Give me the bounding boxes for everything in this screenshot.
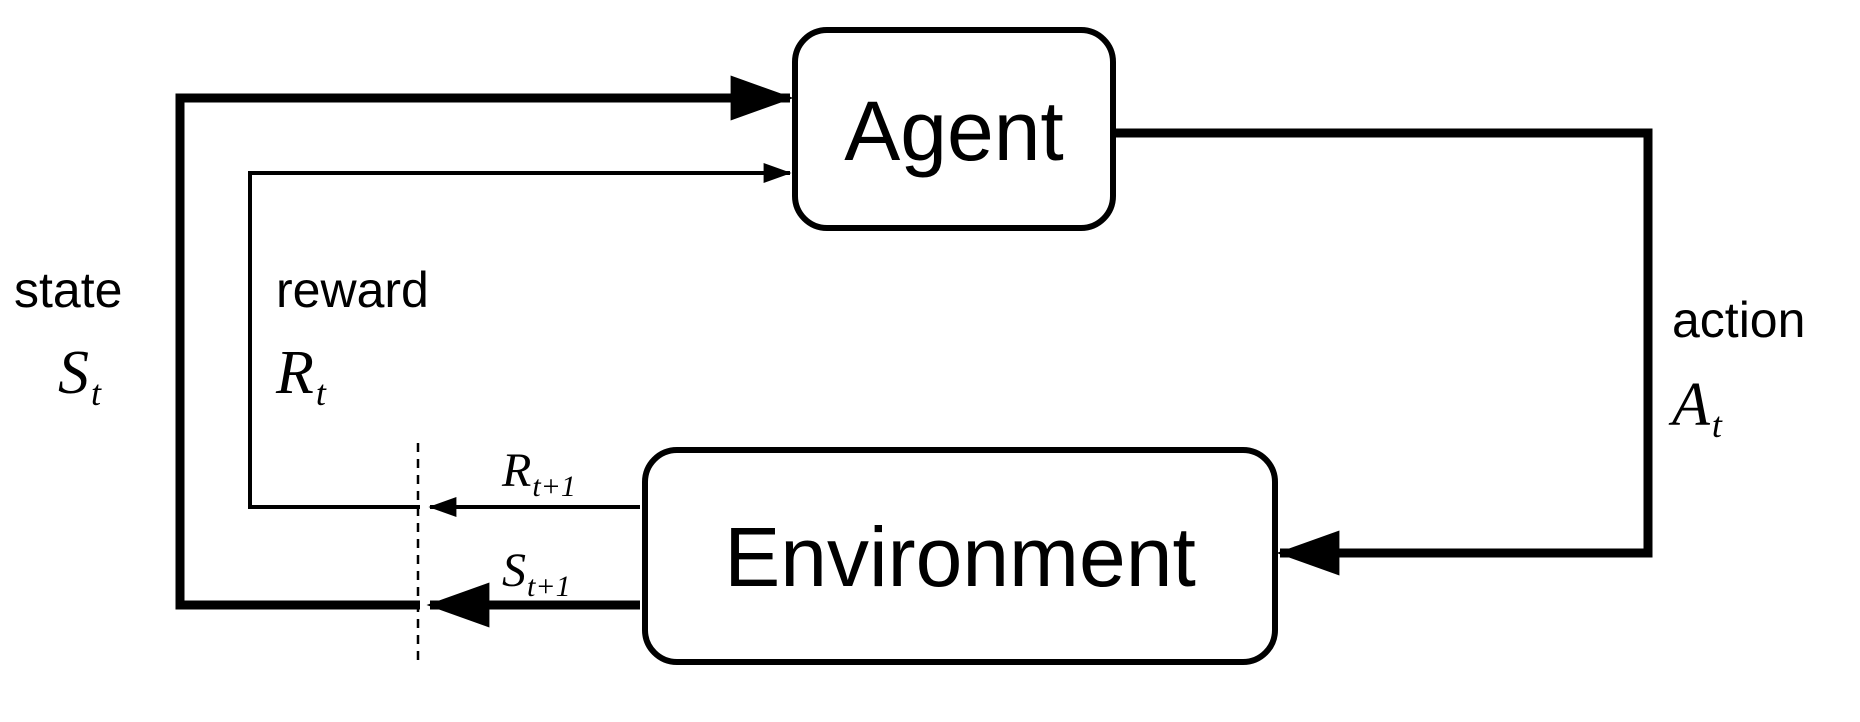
next-state-symbol: St+1 <box>502 544 571 603</box>
environment-label: Environment <box>724 510 1196 604</box>
action-word: action <box>1672 292 1805 348</box>
state-symbol: St <box>58 339 102 413</box>
next-reward-symbol-letter: R <box>501 444 531 497</box>
action-symbol-letter: A <box>1668 371 1711 439</box>
environment-box <box>642 447 1278 665</box>
reward-arrow <box>248 163 792 509</box>
reward-symbol-letter: R <box>275 339 314 407</box>
state-arrow <box>175 75 794 610</box>
next-reward-symbol-subscript: t+1 <box>532 470 576 503</box>
action-arrow <box>1113 128 1653 576</box>
action-symbol: At <box>1668 371 1723 445</box>
reward-word: reward <box>276 262 429 318</box>
next-state-symbol-letter: S <box>502 544 526 597</box>
agent-label: Agent <box>844 84 1064 178</box>
state-word: state <box>14 262 122 318</box>
agent-node: Agent <box>792 27 1116 231</box>
action-symbol-subscript: t <box>1712 405 1723 445</box>
state-symbol-subscript: t <box>91 373 102 413</box>
reward-symbol: Rt <box>275 339 327 413</box>
state-symbol-letter: S <box>58 339 89 407</box>
reward-symbol-subscript: t <box>316 373 327 413</box>
next-reward-symbol: Rt+1 <box>501 444 576 503</box>
environment-node: Environment <box>642 447 1278 665</box>
next-state-symbol-subscript: t+1 <box>527 570 571 603</box>
